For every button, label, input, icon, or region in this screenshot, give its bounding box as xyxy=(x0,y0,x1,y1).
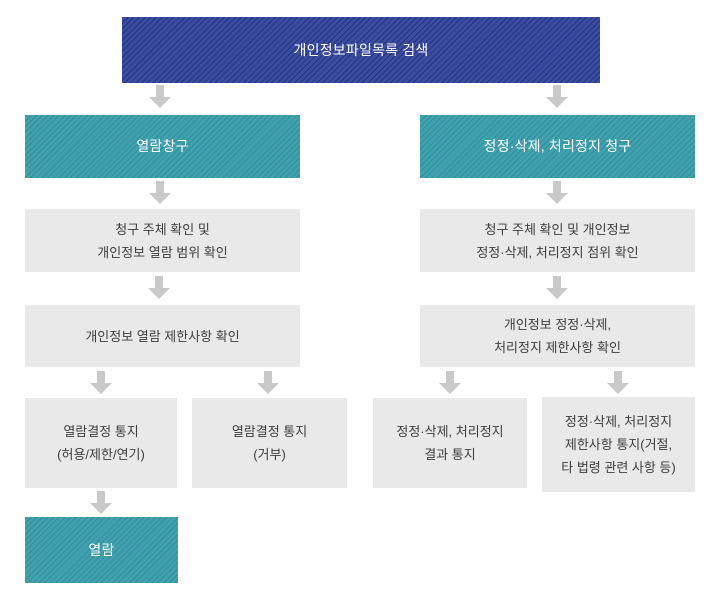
node-label: 청구 주체 확인 및 개인정보 열람 범위 확인 xyxy=(97,221,228,260)
node-label: 열람 xyxy=(88,541,115,558)
arrow-down-icon xyxy=(90,491,112,514)
node-label: 정정·삭제, 처리정지 제한사항 통지(거절, 타 법령 관련 사항 등) xyxy=(561,414,676,475)
node-view-restriction-check: 개인정보 열람 제한사항 확인 xyxy=(25,305,300,367)
node-view-decision-notice-deny: 열람결정 통지 (거부) xyxy=(192,398,347,488)
node-label: 정정·삭제, 처리정지 청구 xyxy=(483,138,632,154)
node-correction-restriction-check: 개인정보 정정·삭제, 처리정지 제한사항 확인 xyxy=(420,305,695,367)
node-label: 개인정보 열람 제한사항 확인 xyxy=(85,328,240,344)
node-correction-subject-check: 청구 주체 확인 및 개인정보 정정·삭제, 처리정지 점위 확인 xyxy=(420,209,695,272)
node-view-final: 열람 xyxy=(25,517,178,583)
node-label: 열람창구 xyxy=(136,138,189,154)
node-correction-restriction-notice: 정정·삭제, 처리정지 제한사항 통지(거절, 타 법령 관련 사항 등) xyxy=(542,397,695,492)
arrow-down-icon xyxy=(90,371,112,394)
node-view-subject-check: 청구 주체 확인 및 개인정보 열람 범위 확인 xyxy=(25,209,300,272)
node-label: 열람결정 통지 (허용/제한/연기) xyxy=(57,424,145,462)
node-correction-result-notice: 정정·삭제, 처리정지 결과 통지 xyxy=(373,398,527,488)
node-correction-request: 정정·삭제, 처리정지 청구 xyxy=(420,115,695,178)
node-label: 정정·삭제, 처리정지 결과 통지 xyxy=(396,424,504,462)
node-label: 개인정보 정정·삭제, 처리정지 제한사항 확인 xyxy=(494,317,621,355)
arrow-down-icon xyxy=(546,181,568,204)
node-view-decision-notice-allow: 열람결정 통지 (허용/제한/연기) xyxy=(25,398,177,488)
arrow-down-icon xyxy=(149,85,171,108)
arrow-down-icon xyxy=(148,276,170,299)
arrow-down-icon xyxy=(546,85,568,108)
node-label: 청구 주체 확인 및 개인정보 정정·삭제, 처리정지 점위 확인 xyxy=(476,221,639,260)
arrow-down-icon xyxy=(439,371,461,394)
node-file-list-search: 개인정보파일목록 검색 xyxy=(122,17,600,83)
node-label: 열람결정 통지 (거부) xyxy=(231,424,308,462)
arrow-down-icon xyxy=(149,181,171,204)
arrow-down-icon xyxy=(546,276,568,299)
node-view-channel: 열람창구 xyxy=(25,115,300,178)
node-label: 개인정보파일목록 검색 xyxy=(293,41,429,58)
arrow-down-icon xyxy=(607,371,629,394)
arrow-down-icon xyxy=(257,371,279,394)
